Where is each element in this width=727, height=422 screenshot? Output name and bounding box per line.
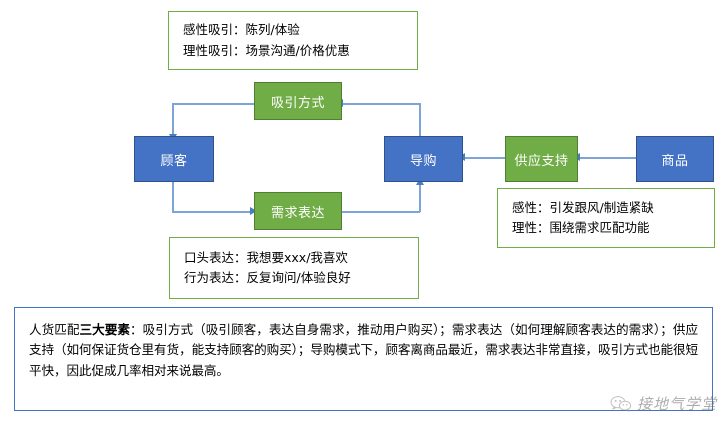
wechat-icon xyxy=(610,395,632,413)
annotation-attract-line-2: 理性吸引：场景沟通/价格优惠 xyxy=(183,42,350,58)
node-supply-support[interactable]: 供应支持 xyxy=(505,136,578,182)
node-product[interactable]: 商品 xyxy=(636,136,714,182)
annotation-supply-line-1: 感性：引发跟风/制造紧缺 xyxy=(512,199,654,215)
annotation-attract-line-1: 感性吸引：陈列/体验 xyxy=(183,22,300,37)
connector-product-to-supply xyxy=(578,157,636,159)
annotation-demand-line-2: 行为表达：反复询问/体验良好 xyxy=(184,270,351,285)
connector-attract-to-customer-horizontal xyxy=(172,103,254,105)
connector-guide-to-attract-horizontal xyxy=(342,103,420,105)
summary-text: 人货匹配三大要素：吸引方式（吸引顾客，表达自身需求，推动用户购买）；需求表达（如… xyxy=(29,320,698,381)
connector-guide-to-attract-vertical xyxy=(419,103,421,140)
node-demand-express[interactable]: 需求表达 xyxy=(254,192,342,230)
annotation-supply-support: 感性：引发跟风/制造紧缺 理性：围绕需求匹配功能 xyxy=(497,188,715,248)
watermark-text: 接地气学堂 xyxy=(636,395,717,413)
node-supply-support-label: 供应支持 xyxy=(514,153,569,169)
summary-rest: ：吸引方式（吸引顾客，表达自身需求，推动用户购买）；需求表达（如何理解顾客表达的… xyxy=(29,322,698,378)
node-guide[interactable]: 导购 xyxy=(384,136,463,182)
connector-demand-to-guide-horizontal xyxy=(342,211,420,213)
annotation-attract-method: 感性吸引：陈列/体验 理性吸引：场景沟通/价格优惠 xyxy=(168,11,418,70)
node-product-label: 商品 xyxy=(661,153,689,169)
watermark: 接地气学堂 xyxy=(610,393,717,414)
annotation-demand-express: 口头表达：我想要xxx/我喜欢 行为表达：反复询问/体验良好 xyxy=(169,237,419,299)
annotation-demand-line-1: 口头表达：我想要xxx/我喜欢 xyxy=(184,249,348,265)
node-guide-label: 导购 xyxy=(409,153,437,169)
arrowhead-into-demand-express xyxy=(250,207,257,215)
annotation-supply-line-2: 理性：围绕需求匹配功能 xyxy=(512,220,650,235)
node-customer[interactable]: 顾客 xyxy=(134,136,214,182)
connector-customer-to-demand-horizontal xyxy=(172,211,252,213)
connector-attract-to-customer-vertical xyxy=(172,103,174,136)
node-customer-label: 顾客 xyxy=(160,153,188,169)
connector-supply-to-guide xyxy=(463,157,505,159)
summary-prefix: 人货匹配 xyxy=(29,322,80,337)
connector-customer-to-demand-vertical xyxy=(172,182,174,212)
connector-demand-to-guide-vertical xyxy=(419,182,421,212)
node-attract-method-label: 吸引方式 xyxy=(270,95,325,111)
node-attract-method[interactable]: 吸引方式 xyxy=(254,82,342,120)
summary-bold: 三大要素 xyxy=(79,322,131,337)
summary-box: 人货匹配三大要素：吸引方式（吸引顾客，表达自身需求，推动用户购买）；需求表达（如… xyxy=(14,307,713,411)
node-demand-express-label: 需求表达 xyxy=(270,205,325,221)
